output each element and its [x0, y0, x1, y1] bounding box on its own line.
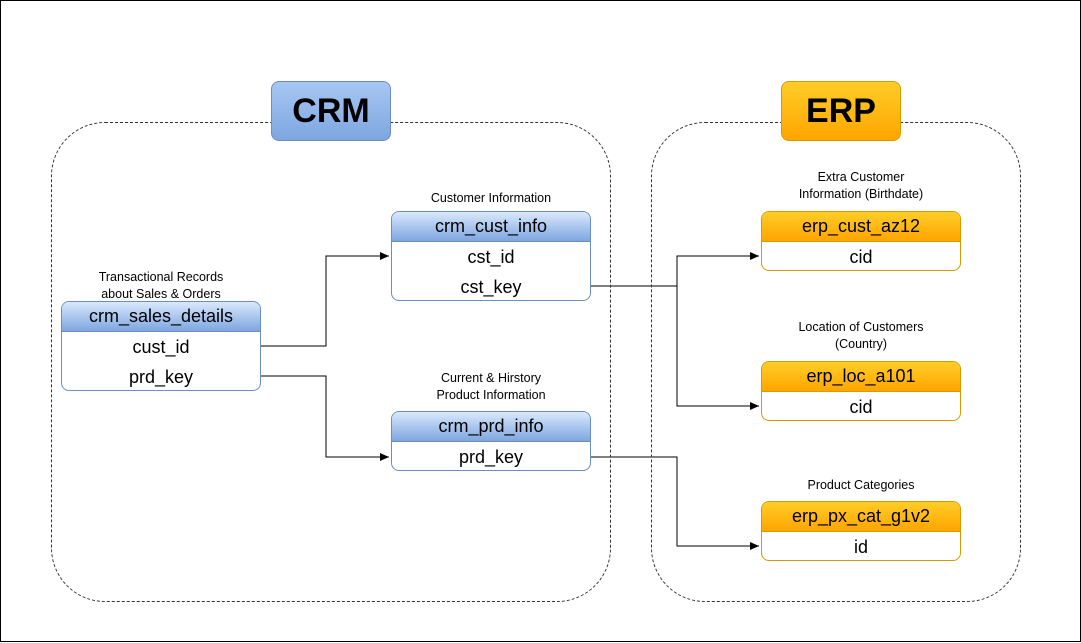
crm-cust-info-table[interactable]: crm_cust_info cst_id cst_key: [391, 211, 591, 301]
crm-sales-details-table[interactable]: crm_sales_details cust_id prd_key: [61, 301, 261, 391]
crm-cust-info-caption: Customer Information: [430, 191, 552, 205]
table-header: erp_px_cat_g1v2: [762, 502, 960, 532]
erp-loc-a101-table[interactable]: erp_loc_a101 cid: [761, 361, 961, 421]
field-cst-id: cst_id: [467, 246, 515, 267]
table-header: crm_prd_info: [392, 412, 590, 442]
field-cid: cid: [849, 396, 873, 417]
erp-px-cat-g1v2-caption: Product Categories: [807, 478, 915, 492]
erp-px-cat-g1v2-table[interactable]: erp_px_cat_g1v2 id: [761, 501, 961, 561]
crm-prd-info-table[interactable]: crm_prd_info prd_key: [391, 411, 591, 471]
erp-group-title: ERP: [781, 81, 901, 141]
field-cid: cid: [849, 246, 873, 267]
crm-sales-details-caption: Transactional Records about Sales & Orde…: [98, 270, 224, 301]
table-header: erp_loc_a101: [762, 362, 960, 392]
field-cst-key: cst_key: [460, 276, 522, 297]
field-prd-key: prd_key: [458, 446, 524, 467]
crm-group-title: CRM: [271, 81, 391, 141]
field-cust-id: cust_id: [132, 336, 190, 357]
table-header: crm_sales_details: [62, 302, 260, 332]
crm-prd-info-caption: Current & Hirstory Product Information: [436, 371, 546, 402]
field-id: id: [853, 536, 868, 557]
erp-cust-az12-table[interactable]: erp_cust_az12 cid: [761, 211, 961, 271]
table-header: crm_cust_info: [392, 212, 590, 242]
table-header: erp_cust_az12: [762, 212, 960, 242]
field-prd-key: prd_key: [128, 366, 194, 387]
erp-loc-a101-caption: Location of Customers (Country): [798, 320, 924, 351]
erp-cust-az12-caption: Extra Customer Information (Birthdate): [798, 170, 924, 201]
